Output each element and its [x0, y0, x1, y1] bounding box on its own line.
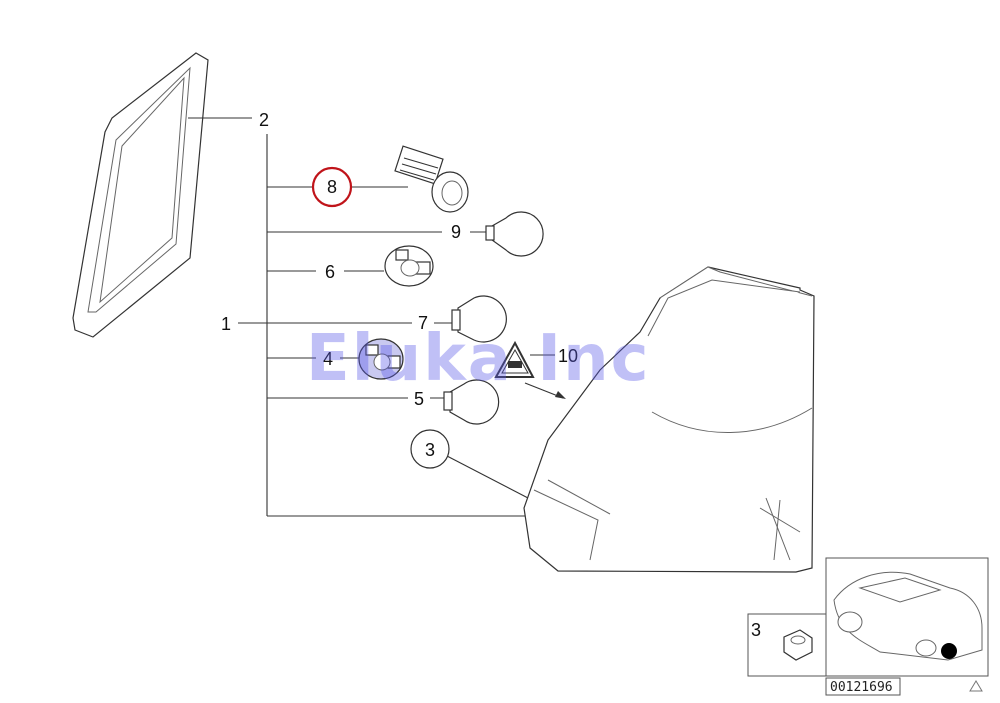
callout-8: 8 — [327, 177, 337, 197]
callout-3: 3 — [425, 440, 435, 460]
watermark: Eluka Inc — [306, 322, 651, 396]
tail-light-assembly — [523, 266, 815, 573]
location-dot — [941, 643, 957, 659]
highlight-ring — [311, 166, 353, 208]
callout-1: 1 — [221, 314, 231, 334]
nut-inset — [747, 613, 827, 677]
callout-2: 2 — [259, 110, 269, 130]
bulb-7 — [451, 295, 507, 343]
callout-5: 5 — [414, 389, 424, 409]
warning-triangle-icon — [494, 340, 535, 378]
callout-6: 6 — [325, 262, 335, 282]
diagram-id: 00121696 — [830, 680, 893, 695]
callout-10: 10 — [558, 346, 578, 366]
callout-4: 4 — [323, 349, 333, 369]
callout-circle-3 — [410, 429, 450, 469]
bulb-socket-6 — [384, 245, 434, 287]
bulb-5 — [443, 379, 500, 425]
inset-callout-3: 3 — [751, 620, 761, 640]
corner-triangle-icon — [969, 680, 983, 692]
bulb-9 — [485, 211, 544, 257]
gasket-part — [72, 52, 209, 338]
callout-9: 9 — [451, 222, 461, 242]
bulb-socket-8 — [394, 145, 469, 213]
bulb-socket-4 — [358, 338, 404, 380]
car-location-inset — [825, 557, 989, 677]
callout-7: 7 — [418, 313, 428, 333]
leader-lines — [188, 117, 566, 517]
